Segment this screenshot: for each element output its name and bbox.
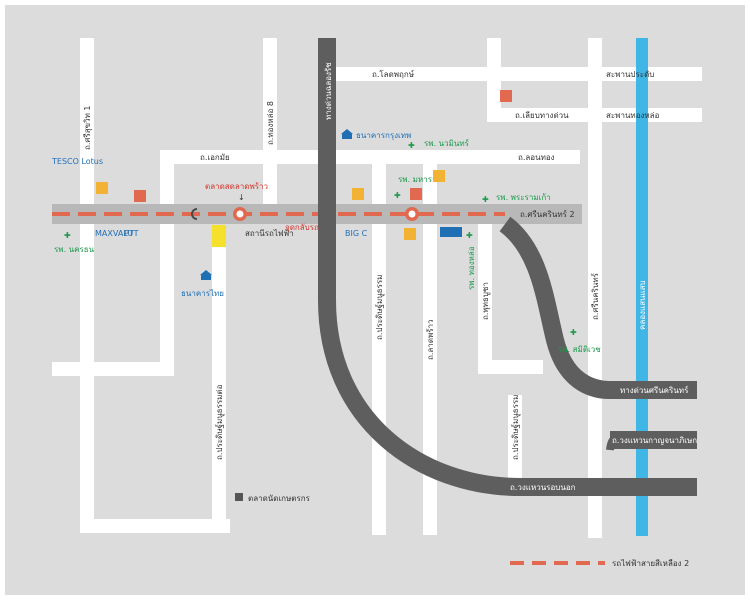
- fuel-icon-4: [404, 228, 416, 240]
- label-top-north-1: ถ.โลดพฤกษ์: [372, 69, 414, 79]
- hospital-mid-label: รพ. มหาราช: [398, 175, 442, 184]
- expressway-junction: [606, 433, 641, 451]
- station-label: ตลาดสดลาดพร้าว: [205, 182, 268, 191]
- hospital-top-icon: ✚: [408, 141, 415, 150]
- road-vertical-3: [212, 225, 226, 525]
- label-north-mid: ถ.เลียบทางด่วน: [515, 111, 569, 120]
- road-top-vert-b: [588, 38, 602, 538]
- label-vertical-2: ถ.ทองหล่อ 8: [266, 101, 275, 145]
- label-left-vertical: ถ.ศรีสุขวิท 1: [83, 105, 92, 150]
- u-turn-icon: [191, 208, 198, 220]
- station-marker-right: [405, 207, 419, 221]
- road-vertical-2: [263, 38, 277, 213]
- label-lower-left-vertical: ถ.ประดิษฐ์มนูธรรมต่อ: [214, 384, 225, 460]
- ptt-label: PTT: [124, 229, 139, 238]
- road-short-left: [160, 150, 174, 365]
- hospital-top-label: รพ. นวมินทร์: [424, 138, 470, 148]
- label-north-right: สะพานทองหล่อ: [606, 111, 660, 120]
- bank-top-label: ธนาคารกรุงเทพ: [356, 131, 411, 140]
- road-vertical-mid3: [478, 218, 492, 373]
- yellow-marker: [212, 225, 226, 247]
- label-mid-left: ถ.เอกมัย: [200, 153, 230, 162]
- hospital-left-icon: ✚: [64, 231, 71, 240]
- minor-roads: [52, 38, 702, 538]
- shop-mid: BIG C: [345, 229, 368, 238]
- fuel-icon-2: [352, 188, 364, 200]
- hospital-side-label: รพ. ทองหล่อ: [467, 246, 476, 290]
- hospital-mid2-icon: ✚: [482, 195, 489, 204]
- atm-icon-1: [134, 190, 146, 202]
- fuel-icon-3: [433, 170, 445, 182]
- label-mid-right: ถ.ลอนทอง: [518, 153, 555, 162]
- bank-top-icon: [341, 129, 353, 139]
- shop-left-2: MAXVALU: [95, 229, 133, 238]
- label-exp-3: ถ.วงแหวนรอบนอก: [510, 483, 576, 492]
- label-canal: คลองแสนแสบ: [638, 280, 647, 330]
- landmark-left: จุดกลับรถ: [285, 223, 319, 232]
- road-bottom-horizontal: [80, 519, 230, 533]
- svg-text:✚: ✚: [408, 141, 415, 150]
- hospital-left-label: รพ. นครธน: [54, 245, 95, 254]
- svg-text:✚: ✚: [394, 191, 401, 200]
- shop-left-1: TESCO Lotus: [51, 157, 103, 166]
- label-exp-1: ทางด่วนศรีนครินทร์: [620, 385, 689, 395]
- hospital-right-icon: ✚: [570, 328, 577, 337]
- label-top-north-2: สะพานประดับ: [606, 70, 654, 79]
- landmark-bottom: ตลาดนัดเกษตรกร: [248, 494, 311, 503]
- label-main-road: ถ.ศรีนครินทร์ 2: [520, 209, 575, 219]
- hospital-side-icon: ✚: [466, 231, 473, 240]
- atm-icon-2: [410, 188, 422, 200]
- label-vertical-right: ถ.ศรีนครินทร์: [590, 272, 600, 320]
- store-logo-icon: [440, 227, 462, 237]
- fuel-icon-1: [96, 182, 108, 194]
- label-lower-mid-vertical: ถ.ประดิษฐ์มนูธรรม: [510, 395, 521, 460]
- road-top-vert-a: [487, 38, 501, 122]
- bank-left-icon: [200, 270, 212, 280]
- svg-text:✚: ✚: [466, 231, 473, 240]
- road-mid-horizontal: [160, 150, 580, 164]
- hospital-mid2-label: รพ. พระรามเก้า: [496, 193, 551, 202]
- station-pointer-icon: ↓: [238, 193, 245, 202]
- label-expressway: ทางด่วนฉลองรัช: [324, 62, 333, 120]
- svg-text:✚: ✚: [482, 195, 489, 204]
- label-vertical-mid1: ถ.ประดิษฐ์มนูธรรม: [374, 275, 385, 340]
- label-vertical-mid2: ถ.ลาดพร้าว: [426, 319, 435, 360]
- road-right-horizontal: [478, 360, 543, 374]
- market-icon: [235, 493, 243, 501]
- road-left-vertical: [80, 38, 94, 533]
- legend-rail-label: รถไฟฟ้าสายสีเหลือง 2: [612, 559, 689, 568]
- road-lower-left: [52, 362, 174, 376]
- hospital-right-label: รพ. สมิติเวช: [558, 345, 601, 354]
- road-vertical-mid2: [423, 160, 437, 535]
- label-exp-2: ถ.วงแหวนกาญจนาภิเษก: [612, 436, 697, 445]
- svg-text:✚: ✚: [570, 328, 577, 337]
- road-top-north-1: [335, 67, 597, 81]
- svg-text:✚: ✚: [64, 231, 71, 240]
- canal: [636, 38, 648, 536]
- hospital-mid-icon: ✚: [394, 191, 401, 200]
- atm-icon-3: [500, 90, 512, 102]
- road-lower-mid-vertical: [508, 395, 522, 480]
- road-top-north-2: [597, 67, 702, 81]
- station-sublabel: สถานีรถไฟฟ้า: [245, 229, 294, 238]
- label-vertical-mid3: ถ.พุทธบูชา: [481, 282, 491, 320]
- station-marker-left: [233, 207, 247, 221]
- bank-left-label: ธนาคารไทย: [181, 289, 224, 298]
